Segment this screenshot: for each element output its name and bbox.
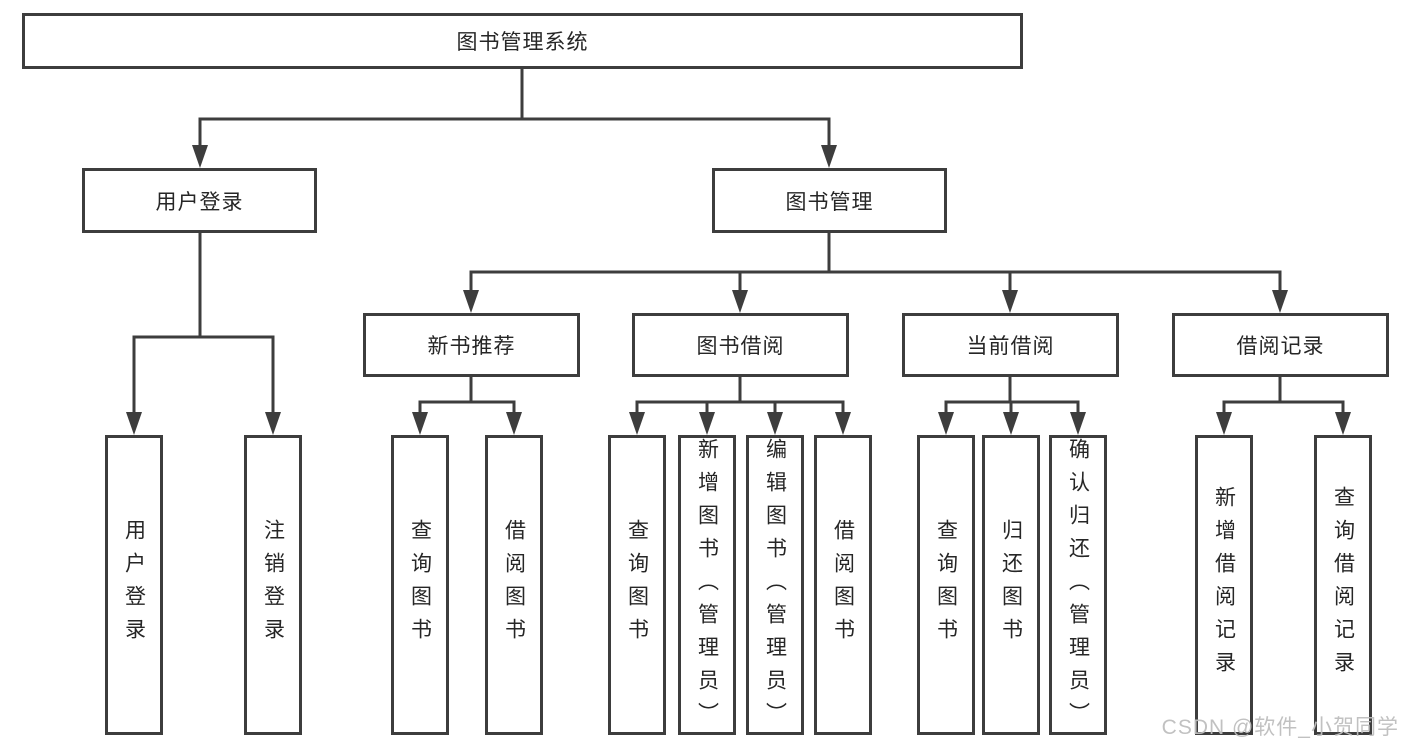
- connector-user-login-to-leaves: [132, 233, 275, 413]
- leaf-logout-label: 注销登录: [261, 519, 285, 651]
- leaf-bb-add-books-admin-label: 新增图书（管理员）: [695, 438, 719, 735]
- leaf-br-query-record-label: 查询借阅记录: [1331, 486, 1355, 684]
- connector-borrow-records-to-leaves: [1222, 377, 1345, 413]
- arrowheads: [126, 145, 1351, 435]
- leaf-bb-edit-books-admin: 编辑图书（管理员）: [746, 435, 804, 735]
- connector-current-borrow-to-leaves: [944, 377, 1080, 413]
- node-book-management-label: 图书管理: [785, 190, 874, 214]
- node-book-borrow: 图书借阅: [632, 313, 849, 377]
- node-user-login: 用户登录: [82, 168, 317, 233]
- leaf-bb-borrow-books: 借阅图书: [814, 435, 872, 735]
- leaf-nbr-borrow-books-label: 借阅图书: [502, 519, 526, 651]
- node-borrow-records-label: 借阅记录: [1236, 335, 1325, 358]
- leaf-user-login-label: 用户登录: [122, 519, 146, 651]
- leaf-cb-query-books: 查询图书: [917, 435, 975, 735]
- node-new-book-recommend: 新书推荐: [363, 313, 580, 377]
- leaf-bb-edit-books-admin-label: 编辑图书（管理员）: [763, 438, 787, 735]
- leaf-cb-return-books: 归还图书: [982, 435, 1040, 735]
- leaf-user-login: 用户登录: [105, 435, 163, 735]
- leaf-bb-query-books-label: 查询图书: [625, 519, 649, 651]
- node-current-borrow: 当前借阅: [902, 313, 1119, 377]
- node-new-book-recommend-label: 新书推荐: [427, 335, 516, 358]
- leaf-cb-query-books-label: 查询图书: [934, 519, 958, 651]
- leaf-bb-query-books: 查询图书: [608, 435, 666, 735]
- node-borrow-records: 借阅记录: [1172, 313, 1389, 377]
- leaf-cb-confirm-return-admin: 确认归还（管理员）: [1049, 435, 1107, 735]
- connector-book-borrow-to-leaves: [635, 377, 845, 413]
- leaf-br-add-record-label: 新增借阅记录: [1212, 486, 1236, 684]
- node-book-management: 图书管理: [712, 168, 947, 233]
- leaf-br-query-record: 查询借阅记录: [1314, 435, 1372, 735]
- connector-book-mgmt-to-level3: [469, 233, 1282, 291]
- node-current-borrow-label: 当前借阅: [966, 335, 1055, 358]
- connector-root-to-level2: [198, 69, 831, 146]
- node-user-login-label: 用户登录: [155, 190, 244, 214]
- leaf-bb-borrow-books-label: 借阅图书: [831, 519, 855, 651]
- leaf-br-add-record: 新增借阅记录: [1195, 435, 1253, 735]
- node-root-system: 图书管理系统: [22, 13, 1023, 69]
- leaf-logout: 注销登录: [244, 435, 302, 735]
- leaf-nbr-query-books: 查询图书: [391, 435, 449, 735]
- node-book-borrow-label: 图书借阅: [696, 335, 785, 358]
- node-root-label: 图书管理系统: [456, 31, 589, 54]
- csdn-watermark: CSDN @软件_小贺同学: [1161, 716, 1399, 739]
- leaf-bb-add-books-admin: 新增图书（管理员）: [678, 435, 736, 735]
- leaf-nbr-query-books-label: 查询图书: [408, 519, 432, 651]
- leaf-cb-return-books-label: 归还图书: [999, 519, 1023, 651]
- leaf-cb-confirm-return-admin-label: 确认归还（管理员）: [1066, 438, 1090, 735]
- connector-new-book-to-leaves: [418, 377, 516, 413]
- leaf-nbr-borrow-books: 借阅图书: [485, 435, 543, 735]
